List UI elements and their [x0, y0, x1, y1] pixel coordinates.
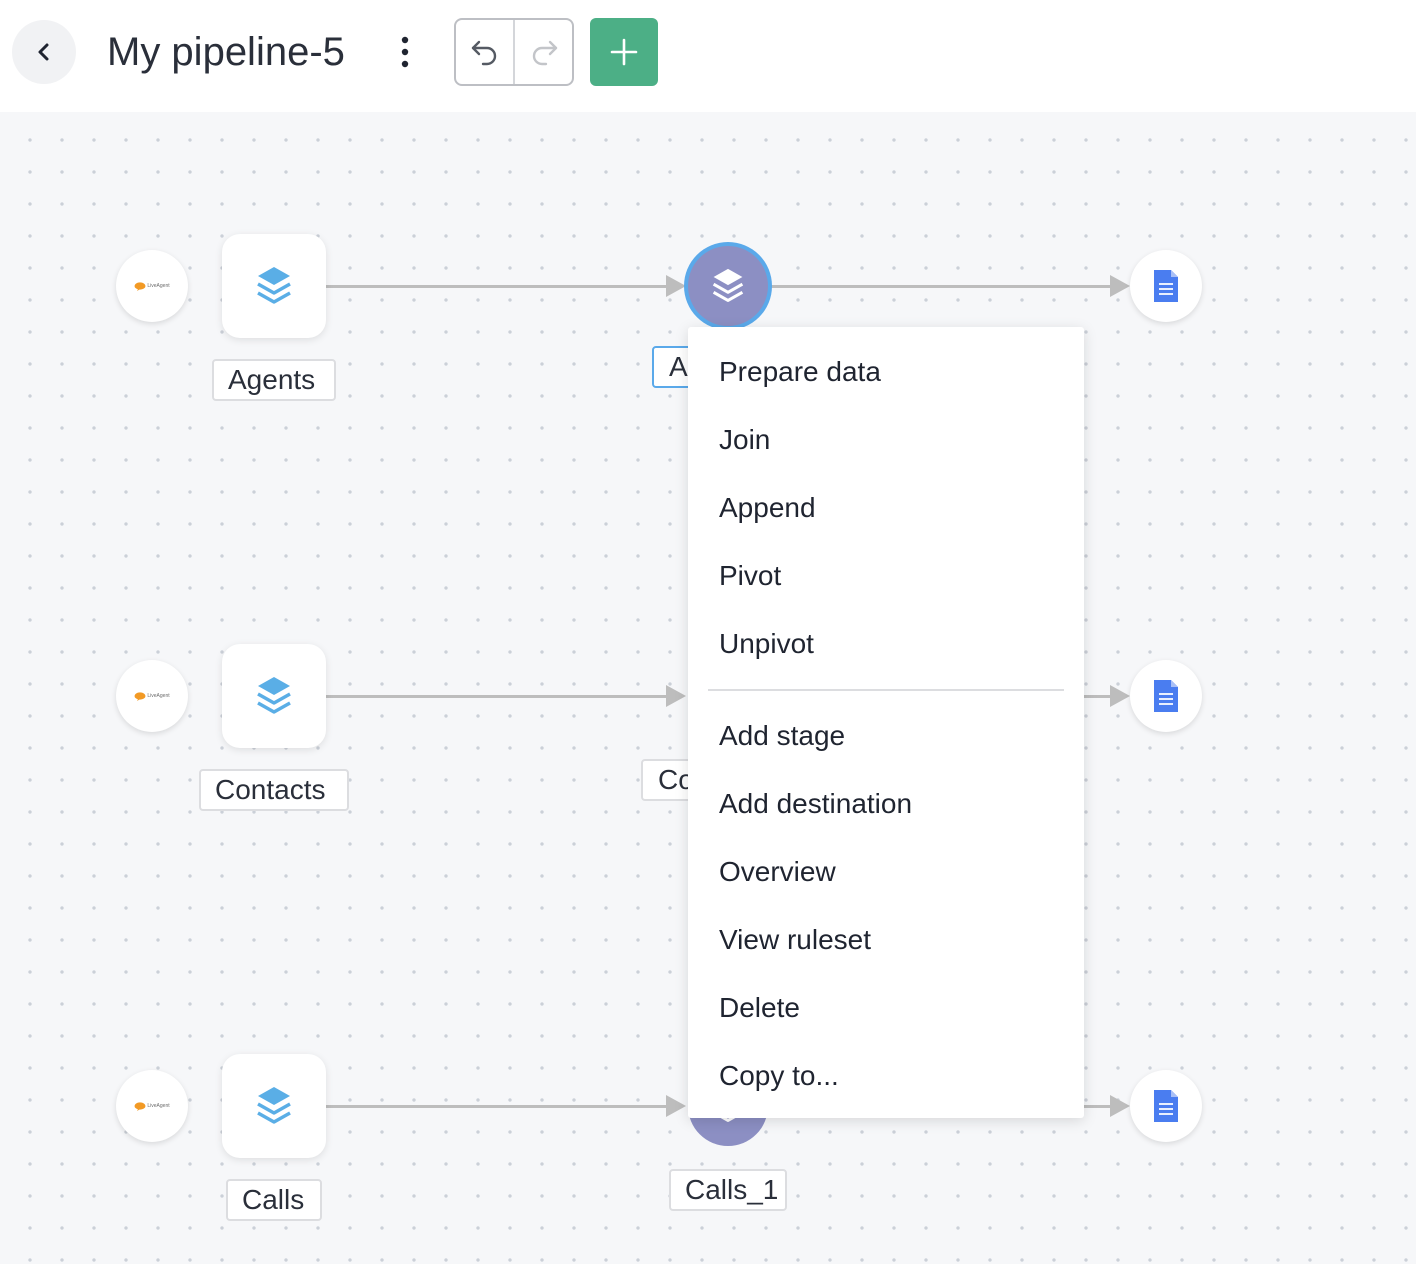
undo-icon — [471, 40, 496, 66]
undo-redo-group — [454, 18, 574, 86]
menu-item-pivot[interactable]: Pivot — [719, 560, 782, 591]
destination-node[interactable] — [1130, 1070, 1202, 1142]
dataset-node-contacts[interactable] — [222, 644, 326, 748]
pipeline-header: My pipeline-5 — [0, 0, 1416, 112]
layers-icon — [257, 1087, 291, 1124]
edge-arrowhead — [666, 275, 686, 297]
source-node-liveagent[interactable]: LiveAgent — [116, 660, 188, 732]
page-title: My pipeline-5 — [107, 30, 345, 74]
liveagent-logo: LiveAgent — [134, 1101, 170, 1111]
edge-stage-to-destination — [1084, 695, 1112, 698]
edge-dataset-to-stage — [326, 695, 668, 698]
menu-item-copy-to[interactable]: Copy to... — [719, 1060, 839, 1091]
edge-arrowhead — [1110, 685, 1130, 707]
menu-item-add-destination[interactable]: Add destination — [719, 788, 913, 819]
dataset-node-calls[interactable] — [222, 1054, 326, 1158]
dataset-label[interactable]: Agents — [212, 359, 336, 401]
undo-button[interactable] — [456, 20, 513, 84]
stage-context-menu: Prepare data Join Append Pivot Unpivot A… — [688, 327, 1084, 1118]
menu-item-append[interactable]: Append — [719, 492, 816, 523]
menu-item-add-stage[interactable]: Add stage — [719, 720, 846, 751]
liveagent-icon — [134, 281, 146, 291]
redo-icon — [532, 40, 557, 66]
more-options-button[interactable] — [388, 30, 422, 74]
liveagent-icon — [134, 691, 146, 701]
document-icon — [1154, 270, 1178, 302]
edge-arrowhead — [1110, 1095, 1130, 1117]
layers-icon — [712, 268, 744, 302]
menu-item-overview[interactable]: Overview — [719, 856, 836, 887]
edge-arrowhead — [666, 1095, 686, 1117]
liveagent-logo: LiveAgent — [134, 281, 170, 291]
layers-icon — [257, 267, 291, 304]
dataset-label[interactable]: Calls — [226, 1179, 322, 1221]
liveagent-icon — [134, 1101, 146, 1111]
edge-arrowhead — [666, 685, 686, 707]
document-icon — [1154, 680, 1178, 712]
destination-node[interactable] — [1130, 250, 1202, 322]
edge-stage-to-destination — [768, 285, 1112, 288]
edge-arrowhead — [1110, 275, 1130, 297]
menu-item-delete[interactable]: Delete — [719, 992, 800, 1023]
add-button[interactable] — [590, 18, 658, 86]
layers-icon — [257, 677, 291, 714]
edge-dataset-to-stage — [326, 285, 668, 288]
chevron-left-icon — [38, 43, 49, 61]
menu-item-view-ruleset[interactable]: View ruleset — [719, 924, 872, 955]
dataset-label[interactable]: Contacts — [199, 769, 349, 811]
vertical-dots-icon — [401, 36, 409, 68]
edge-dataset-to-stage — [326, 1105, 668, 1108]
edge-stage-to-destination — [1084, 1105, 1112, 1108]
stage-node-selected[interactable] — [688, 246, 768, 326]
menu-divider — [708, 689, 1064, 691]
menu-item-join[interactable]: Join — [719, 424, 771, 455]
source-node-liveagent[interactable]: LiveAgent — [116, 250, 188, 322]
back-button[interactable] — [12, 20, 76, 84]
source-node-liveagent[interactable]: LiveAgent — [116, 1070, 188, 1142]
menu-item-unpivot[interactable]: Unpivot — [719, 628, 814, 659]
plus-icon — [610, 38, 638, 66]
destination-node[interactable] — [1130, 660, 1202, 732]
stage-label[interactable]: Calls_1 — [669, 1169, 787, 1211]
redo-button[interactable] — [513, 20, 572, 84]
menu-item-prepare-data[interactable]: Prepare data — [719, 356, 881, 387]
dataset-node-agents[interactable] — [222, 234, 326, 338]
liveagent-logo: LiveAgent — [134, 691, 170, 701]
document-icon — [1154, 1090, 1178, 1122]
